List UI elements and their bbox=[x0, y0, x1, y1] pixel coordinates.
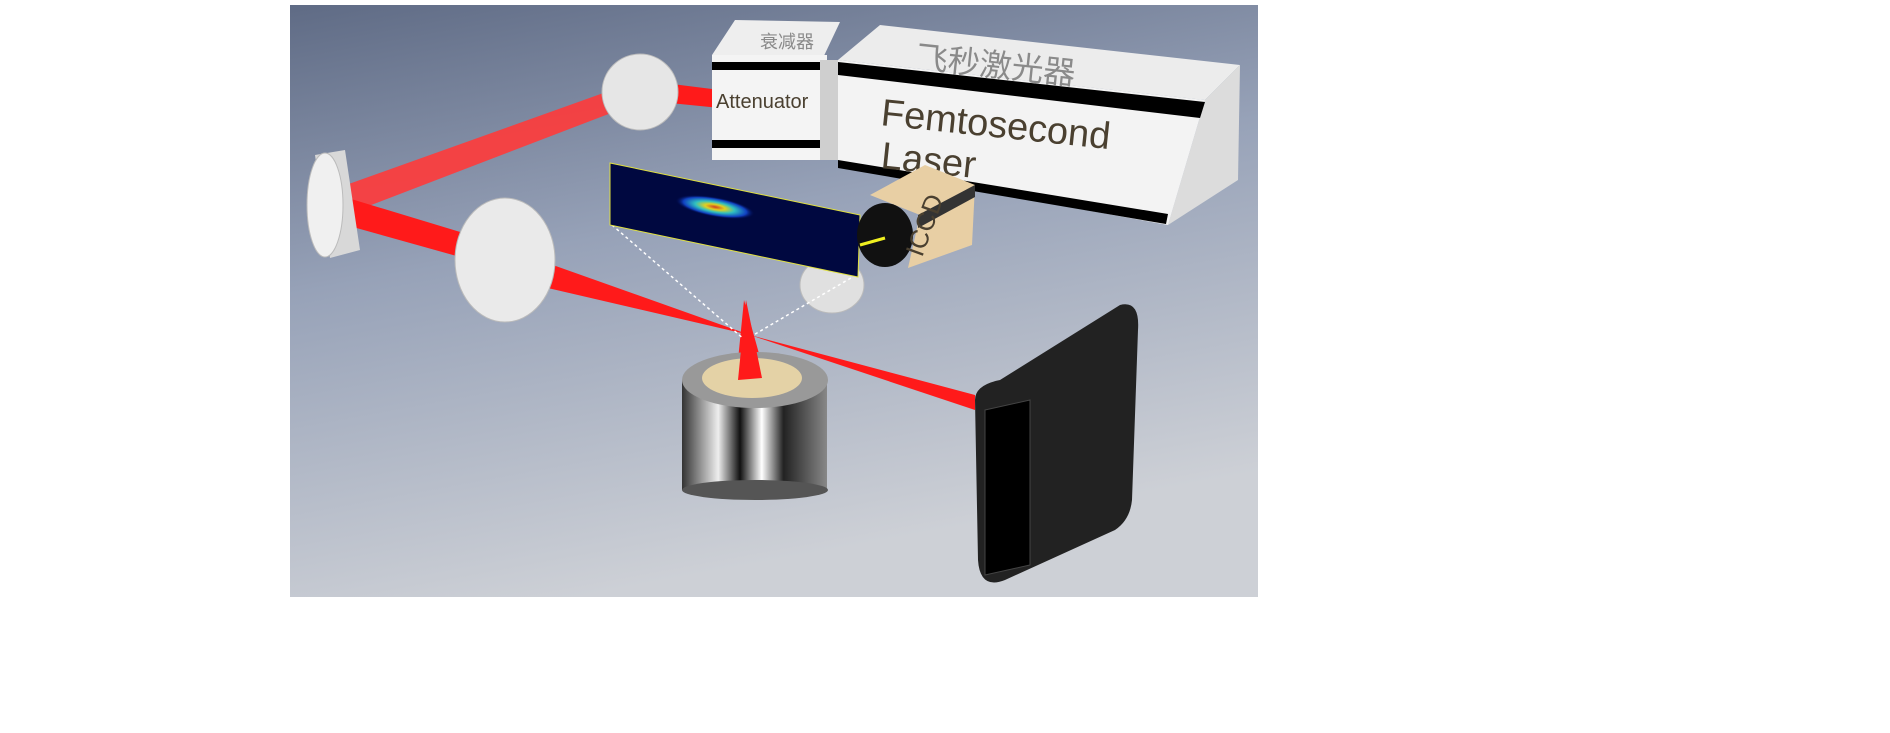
beam-dump bbox=[975, 304, 1139, 583]
attenuator-box: 衰减器 Attenuator bbox=[712, 20, 840, 160]
lens bbox=[454, 197, 556, 323]
attenuator-cn-label: 衰减器 bbox=[760, 32, 814, 53]
connector bbox=[820, 60, 838, 160]
iccd-camera: ICCD bbox=[857, 165, 975, 268]
femtosecond-laser-box: 飞秒激光器 Femtosecond Laser bbox=[838, 25, 1240, 225]
mirror-top bbox=[601, 53, 679, 131]
laser-beam bbox=[332, 80, 975, 410]
plasma-image-panel bbox=[609, 162, 861, 278]
imaging-lines bbox=[611, 224, 857, 341]
sample-holder bbox=[682, 300, 828, 500]
attenuator-label: Attenuator bbox=[716, 91, 809, 113]
mirror-left bbox=[306, 150, 360, 258]
